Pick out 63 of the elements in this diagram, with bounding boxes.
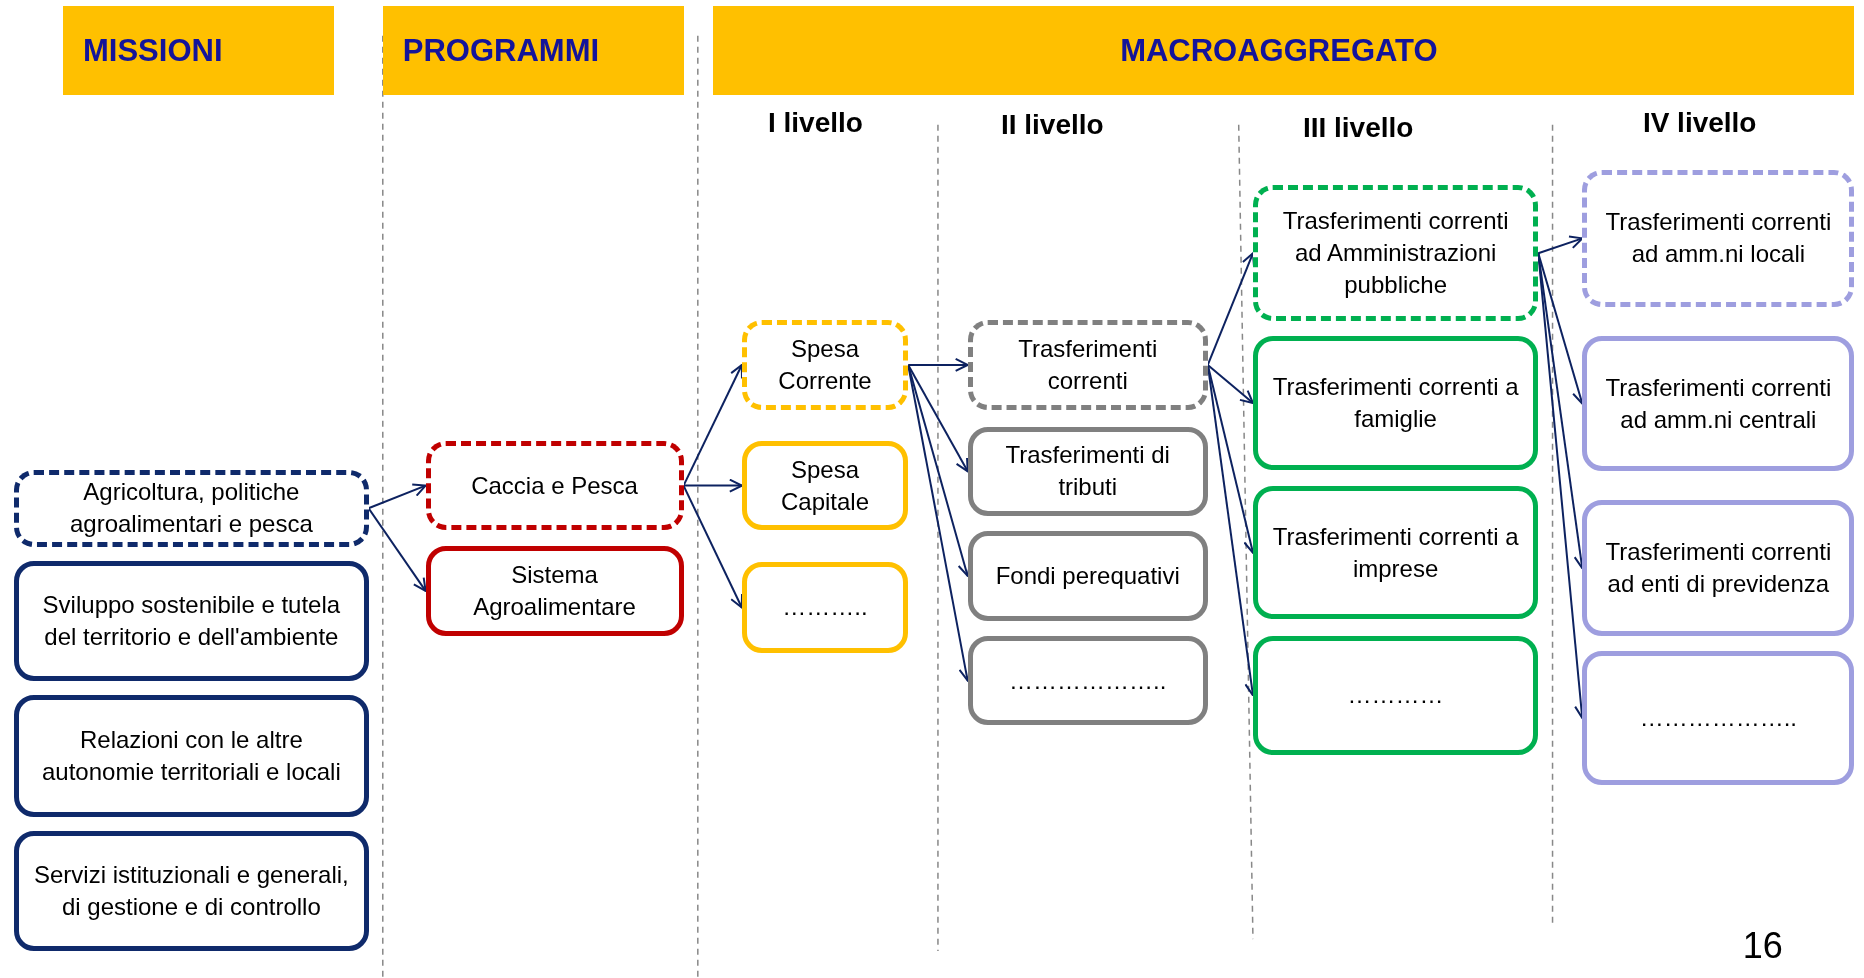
box-label: Trasferimenti correnti ad amm.ni locali <box>1604 207 1833 270</box>
box-label: Trasferimenti correnti a imprese <box>1271 521 1520 584</box>
category-box <box>967 531 1208 621</box>
box-label: Spesa Corrente <box>777 333 873 396</box>
header-title: PROGRAMMI <box>402 34 600 67</box>
box-label: Trasferimenti correnti ad Amministrazioni pubbliche <box>1281 206 1510 301</box>
category-box <box>741 441 909 531</box>
header-title: MISSIONI <box>83 34 223 67</box>
box-label: Relazioni con le altre autonomie territoriali e locali <box>40 725 342 788</box>
category-box <box>1252 336 1539 470</box>
category-box <box>967 426 1208 516</box>
category-box <box>425 441 684 531</box>
box-label: Trasferimenti correnti a famiglie <box>1271 372 1520 434</box>
arrow <box>682 363 743 487</box>
arrow <box>907 357 969 372</box>
category-box <box>14 830 369 951</box>
category-box <box>1582 651 1855 785</box>
category-box <box>1252 185 1539 321</box>
category-box <box>1252 486 1539 620</box>
page-number: 16 <box>1742 924 1783 967</box>
column-heading: II livello <box>1000 109 1104 142</box>
column-heading: I livello <box>767 107 863 139</box>
box-label: Fondi perequativi <box>995 560 1180 591</box>
arrow <box>367 483 427 510</box>
column-heading: IV livello <box>1642 107 1757 139</box>
category-box <box>14 561 369 682</box>
box-label: Servizi istituzionali e generali, di gestione e di controllo <box>32 860 350 922</box>
arrow <box>1206 363 1254 404</box>
arrow <box>682 484 744 609</box>
box-label: Trasferimenti correnti <box>1017 333 1159 396</box>
arrow <box>367 507 427 592</box>
arrow <box>1206 252 1256 366</box>
box-label: ………… <box>1347 680 1444 711</box>
box-label: ……………….. <box>1009 665 1167 696</box>
arrow <box>682 478 743 493</box>
header-band <box>713 5 1855 96</box>
category-box <box>967 636 1208 726</box>
box-label: Sviluppo sostenibile e tutela del territorio e dell'ambiente <box>41 590 342 653</box>
category-box <box>1252 636 1539 755</box>
category-box <box>14 469 369 547</box>
category-box <box>1582 500 1855 636</box>
box-label: Trasferimenti correnti ad enti di previdenza <box>1604 537 1833 600</box>
box-label: ……….. <box>782 592 868 623</box>
category-box <box>967 319 1208 411</box>
box-label: Sistema Agroalimentare <box>472 559 637 622</box>
box-label: Trasferimenti di tributi <box>1004 440 1171 503</box>
box-label: Agricoltura, politiche agroalimentari e pesca <box>68 477 314 540</box>
arrow <box>907 363 969 473</box>
header-band <box>382 5 684 96</box>
column-heading: III livello <box>1302 111 1414 144</box>
box-label: Trasferimenti correnti ad amm.ni centrali <box>1604 372 1833 435</box>
box-label: Caccia e Pesca <box>471 470 638 501</box>
category-box <box>14 695 369 817</box>
category-box <box>1582 170 1855 307</box>
box-label: ……………….. <box>1639 703 1798 733</box>
category-box <box>741 319 909 411</box>
header-band <box>63 5 335 96</box>
category-box <box>741 562 909 653</box>
category-box <box>1582 336 1855 471</box>
category-box <box>425 545 684 636</box>
header-title: MACROAGGREGATO <box>1120 34 1438 67</box>
box-label: Spesa Capitale <box>779 454 870 517</box>
arrow <box>1537 235 1584 255</box>
